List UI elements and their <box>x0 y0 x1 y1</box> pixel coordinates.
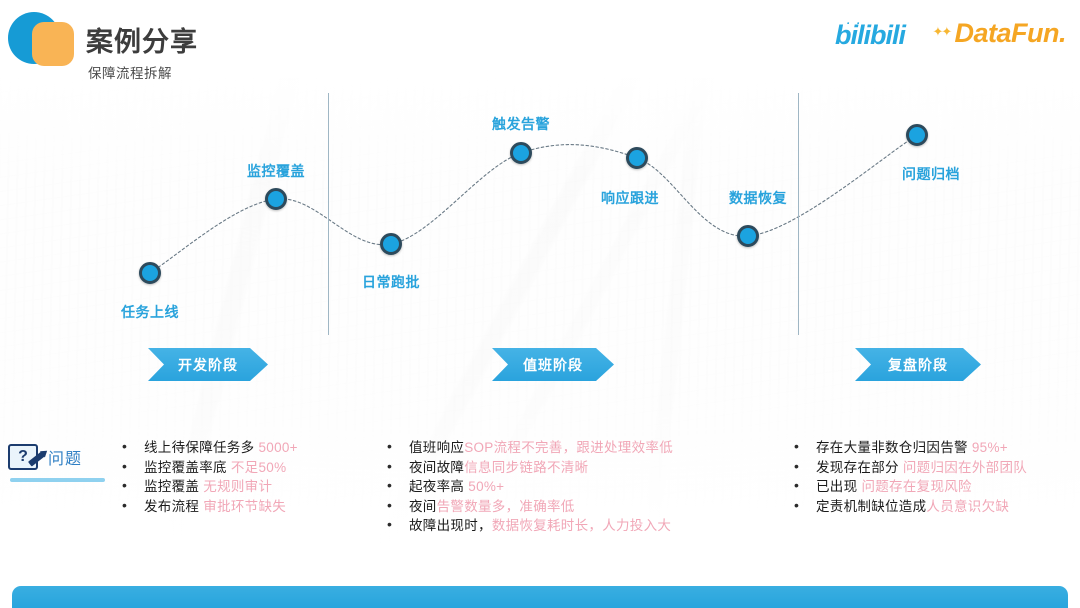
stage-banner-2[interactable]: 值班阶段 <box>492 348 614 381</box>
timeline-node-label-1: 任务上线 <box>121 304 179 320</box>
timeline-node-4[interactable] <box>510 142 532 164</box>
problem-text-highlight: 问题存在复现风险 <box>861 479 972 494</box>
list-item: 监控覆盖 无规则审计 <box>118 476 298 497</box>
problem-text-plain: 定责机制缺位造成 <box>816 498 927 514</box>
timeline-node-1[interactable] <box>139 262 161 284</box>
problem-text-plain: 夜间故障 <box>409 459 465 475</box>
problem-text-highlight: 无规则审计 <box>203 479 273 494</box>
timeline-node-7[interactable] <box>906 124 928 146</box>
process-timeline: 任务上线 监控覆盖日常跑批 触发告警响应跟进 数据恢复 问题归档 开发阶段 值班阶段 复盘阶… <box>0 80 1080 390</box>
timeline-node-label-7: 问题归档 <box>902 166 960 182</box>
timeline-node-6[interactable] <box>737 225 759 247</box>
question-glyph: ? <box>18 448 28 465</box>
problem-text-highlight: 5000+ <box>258 440 298 455</box>
timeline-node-3[interactable] <box>380 233 402 255</box>
brand-logo-icon <box>8 8 74 72</box>
bilibili-logo: .. bilibili <box>835 15 906 51</box>
problem-text-highlight: 问题归因在外部团队 <box>902 459 1028 475</box>
list-item: 已出现 问题存在复现风险 <box>790 476 1027 497</box>
problem-text-plain: 线上待保障任务多 <box>144 440 259 455</box>
page-title: 案例分享 <box>86 27 198 57</box>
timeline-divider-2 <box>798 93 799 335</box>
datafun-logo: ✦✦ DataFun. <box>932 18 1066 49</box>
stage-banner-label-2: 值班阶段 <box>523 356 583 373</box>
list-item: 监控覆盖率底 不足50% <box>118 457 298 478</box>
problem-text-plain: 值班响应 <box>409 440 465 455</box>
problem-list-3: 存在大量非数仓归因告警 95%+发现存在部分 问题归因在外部团队已出现 问题存在… <box>790 437 1028 517</box>
list-item: 值班响应SOP流程不完善，跟进处理效率低 <box>383 437 674 458</box>
list-item: 夜间告警数量多，准确率低 <box>383 496 673 517</box>
timeline-node-2[interactable] <box>265 188 287 210</box>
stage-banner-1[interactable]: 开发阶段 <box>148 348 268 381</box>
problem-text-plain: 存在大量非数仓归因告警 <box>816 440 972 455</box>
datafun-logo-text: DataFun. <box>954 18 1066 48</box>
problem-text-highlight: 审批环节缺失 <box>203 498 287 514</box>
problem-column-3: 存在大量非数仓归因告警 95%+发现存在部分 问题归因在外部团队已出现 问题存在… <box>790 437 1028 517</box>
problem-text-plain: 故障出现时， <box>409 518 492 533</box>
problem-text-highlight: 50%+ <box>468 479 505 494</box>
bilibili-logo-text: bilibili <box>835 20 906 50</box>
list-item: 定责机制缺位造成人员意识欠缺 <box>790 496 1027 517</box>
problem-text-plain: 发现存在部分 <box>816 459 903 475</box>
problem-text-highlight: 人员意识欠缺 <box>926 498 1010 514</box>
problem-text-highlight: SOP流程不完善，跟进处理效率低 <box>464 440 674 455</box>
stage-banner-3[interactable]: 复盘阶段 <box>855 348 981 381</box>
logo-square-shape <box>32 22 74 66</box>
problem-text-highlight: 信息同步链路不清晰 <box>464 459 589 475</box>
list-item: 起夜率高 50%+ <box>383 476 673 497</box>
problem-list-1: 线上待保障任务多 5000+监控覆盖率底 不足50%监控覆盖 无规则审计发布流程… <box>118 437 298 517</box>
timeline-node-label-6: 数据恢复 <box>729 190 787 206</box>
problems-badge-label: 问题 <box>48 451 83 468</box>
problem-list-2: 值班响应SOP流程不完善，跟进处理效率低夜间故障信息同步链路不清晰起夜率高 50… <box>383 437 674 536</box>
stage-banner-label-3: 复盘阶段 <box>888 356 948 373</box>
problem-text-highlight: 告警数量多，准确率低 <box>436 498 575 514</box>
datafun-sparkle-icon: ✦✦ <box>932 24 952 39</box>
problem-text-plain: 发布流程 <box>144 498 204 514</box>
problem-text-plain: 已出现 <box>816 479 862 494</box>
problem-text-plain: 监控覆盖 <box>144 479 204 494</box>
list-item: 夜间故障信息同步链路不清晰 <box>383 457 673 478</box>
problem-column-1: 线上待保障任务多 5000+监控覆盖率底 不足50%监控覆盖 无规则审计发布流程… <box>118 437 298 517</box>
timeline-divider-1 <box>328 93 329 335</box>
timeline-node-label-2: 监控覆盖 <box>247 163 305 179</box>
problems-badge-underline <box>10 478 105 482</box>
problem-column-2: 值班响应SOP流程不完善，跟进处理效率低夜间故障信息同步链路不清晰起夜率高 50… <box>383 437 674 536</box>
problem-text-plain: 监控覆盖率底 <box>144 459 231 475</box>
timeline-node-5[interactable] <box>626 147 648 169</box>
list-item: 线上待保障任务多 5000+ <box>118 437 298 458</box>
stage-banner-label-1: 开发阶段 <box>178 356 238 373</box>
timeline-node-label-4: 触发告警 <box>492 116 550 132</box>
bottom-accent-bar <box>12 586 1068 608</box>
list-item: 发布流程 审批环节缺失 <box>118 496 298 517</box>
page-subtitle: 保障流程拆解 <box>88 66 172 81</box>
bilibili-logo-dots: .. <box>847 15 868 27</box>
problem-text-plain: 起夜率高 <box>409 479 469 494</box>
problem-text-highlight: 不足50% <box>230 459 287 475</box>
list-item: 发现存在部分 问题归因在外部团队 <box>790 457 1028 478</box>
timeline-node-label-5: 响应跟进 <box>601 190 659 206</box>
problem-text-highlight: 数据恢复耗时长，人力投入大 <box>491 518 672 533</box>
list-item: 存在大量非数仓归因告警 95%+ <box>790 437 1027 458</box>
problems-section: ? 问题 线上待保障任务多 5000+监控覆盖率底 不足50%监控覆盖 无规则审… <box>0 430 1080 560</box>
problem-text-highlight: 95%+ <box>971 440 1008 455</box>
timeline-node-label-3: 日常跑批 <box>362 274 420 290</box>
problem-text-plain: 夜间 <box>409 498 437 514</box>
list-item: 故障出现时，数据恢复耗时长，人力投入大 <box>383 515 673 536</box>
